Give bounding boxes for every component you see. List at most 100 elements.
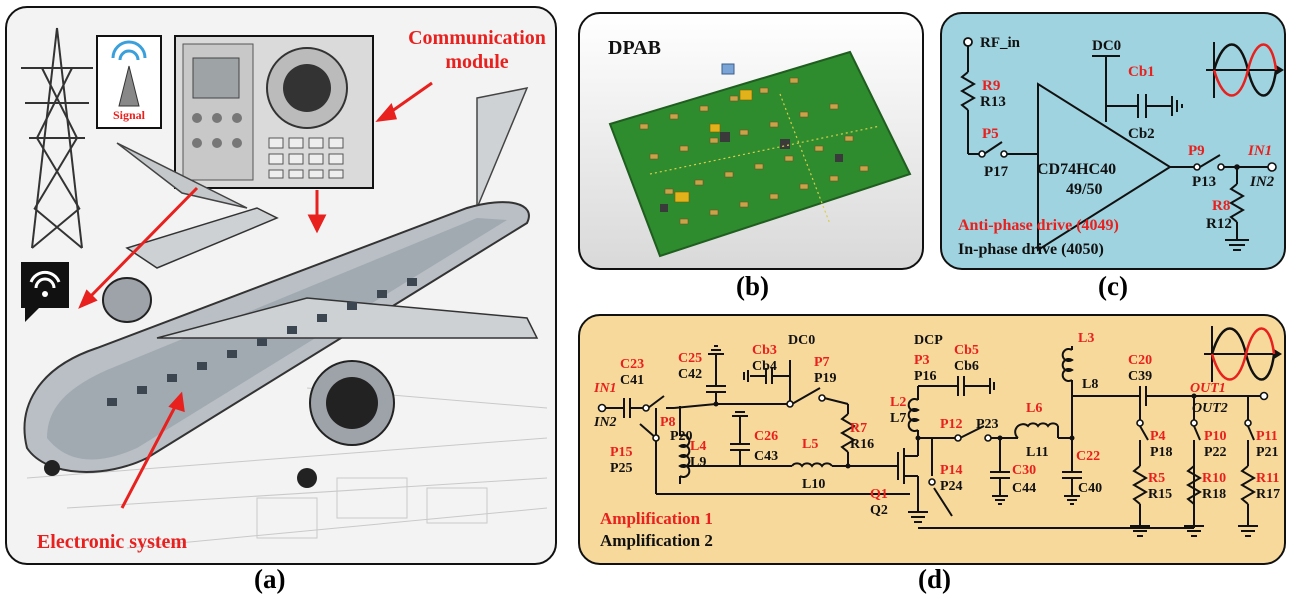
amplifier-svg: IN1 IN2 C23 C41 C25 C42 Cb3 Cb4 DC0 P7 P…: [593, 326, 1282, 550]
p17-label: P17: [984, 164, 1009, 180]
r5-label: R5: [1148, 471, 1165, 486]
c44-label: C44: [1012, 481, 1036, 496]
d-dc0-label: DC0: [788, 333, 815, 348]
panel-b-pcb-render: DPAB: [578, 12, 924, 270]
c23-label: C23: [620, 357, 644, 372]
rf-in-label: RF_in: [980, 35, 1021, 51]
pcb-board: [608, 50, 912, 258]
q2-label: Q2: [870, 503, 888, 518]
out1-label: OUT1: [1190, 381, 1226, 396]
p13-label: P13: [1192, 174, 1216, 190]
transmission-tower: [21, 27, 93, 249]
p10-label: P10: [1204, 429, 1227, 444]
p24-label: P24: [940, 479, 963, 494]
p23-label: P23: [976, 417, 999, 432]
p25-label: P25: [610, 461, 633, 476]
q1-label: Q1: [870, 487, 888, 502]
p20-label: P20: [670, 429, 693, 444]
amplification-2-label: Amplification 2: [600, 531, 713, 550]
r18-label: R18: [1202, 487, 1226, 502]
caption-b: (b): [736, 271, 769, 301]
l3-label: L3: [1078, 331, 1094, 346]
p14-label: P14: [940, 463, 963, 478]
l4-label: L4: [690, 439, 706, 454]
electronic-system-label: Electronic system: [37, 531, 187, 553]
communication-label-line2: module: [445, 51, 508, 73]
in-phase-label: In-phase drive (4050): [958, 241, 1104, 258]
aircraft: [23, 86, 539, 488]
p11-label: P11: [1256, 429, 1278, 444]
phase-drive-svg: RF_in: [958, 35, 1284, 258]
r11-label: R11: [1256, 471, 1279, 486]
r10-label: R10: [1202, 471, 1226, 486]
p5-label: P5: [982, 126, 999, 142]
p8-label: P8: [660, 415, 676, 430]
d-in1-label: IN1: [593, 381, 617, 396]
dc0-label: DC0: [1092, 38, 1121, 54]
p15-label: P15: [610, 445, 633, 460]
signal-label: Signal: [113, 108, 146, 122]
waveform-icon: [1206, 42, 1284, 98]
p22-label: P22: [1204, 445, 1227, 460]
l2-label: L2: [890, 395, 906, 410]
amplification-1-label: Amplification 1: [600, 509, 713, 528]
cb1-label: Cb1: [1128, 64, 1155, 80]
l6-label: L6: [1026, 401, 1042, 416]
l8-label: L8: [1082, 377, 1098, 392]
wifi-icon: [21, 262, 69, 322]
l7-label: L7: [890, 411, 906, 426]
pcb-title: DPAB: [608, 37, 661, 59]
l10-label: L10: [802, 477, 825, 492]
p12-label: P12: [940, 417, 963, 432]
r9-label: R9: [982, 78, 1000, 94]
dcp-label: DCP: [914, 333, 943, 348]
in1-label: IN1: [1247, 143, 1272, 159]
caption-a: (a): [254, 564, 286, 594]
communication-module-device: [174, 35, 374, 189]
amplifier-wiring: [604, 345, 1260, 537]
ic-variant-label: 49/50: [1066, 181, 1102, 198]
r12-label: R12: [1206, 216, 1232, 232]
l11-label: L11: [1026, 445, 1049, 460]
communication-label-line1: Communication: [408, 27, 546, 49]
caption-d: (d): [918, 564, 951, 594]
p16-label: P16: [914, 369, 937, 384]
cb3-label: Cb3: [752, 343, 777, 358]
c30-label: C30: [1012, 463, 1036, 478]
p18-label: P18: [1150, 445, 1173, 460]
ic-name-label: CD74HC40: [1037, 161, 1116, 178]
r8-label: R8: [1212, 198, 1230, 214]
anti-phase-label: Anti-phase drive (4049): [958, 217, 1119, 234]
c39-label: C39: [1128, 369, 1152, 384]
input-wiring: [960, 46, 1268, 252]
c43-label: C43: [754, 449, 778, 464]
pcb-components: [639, 77, 869, 225]
caption-c: (c): [1098, 271, 1128, 301]
p21-label: P21: [1256, 445, 1279, 460]
p9-label: P9: [1188, 143, 1205, 159]
c22-label: C22: [1076, 449, 1100, 464]
panel-c-phase-drive-schematic: RF_in: [940, 12, 1286, 270]
l9-label: L9: [690, 455, 706, 470]
r16-label: R16: [850, 437, 874, 452]
c40-label: C40: [1078, 481, 1102, 496]
panel-a-aircraft-illustration: Signal Communication module: [5, 6, 557, 565]
cb2-label: Cb2: [1128, 126, 1155, 142]
waveform-icon: [1204, 326, 1282, 382]
l5-label: L5: [802, 437, 818, 452]
c42-label: C42: [678, 367, 702, 382]
c20-label: C20: [1128, 353, 1152, 368]
cb4-label: Cb4: [752, 359, 777, 374]
annotation-arrows: [78, 81, 433, 509]
c25-label: C25: [678, 351, 702, 366]
r7-label: R7: [850, 421, 867, 436]
r17-label: R17: [1256, 487, 1280, 502]
d-in2-label: IN2: [593, 415, 617, 430]
aircraft-illustration-svg: Signal Communication module: [21, 27, 548, 553]
p4-label: P4: [1150, 429, 1166, 444]
r13-label: R13: [980, 94, 1006, 110]
cb6-label: Cb6: [954, 359, 979, 374]
c41-label: C41: [620, 373, 644, 388]
cb5-label: Cb5: [954, 343, 979, 358]
r15-label: R15: [1148, 487, 1172, 502]
